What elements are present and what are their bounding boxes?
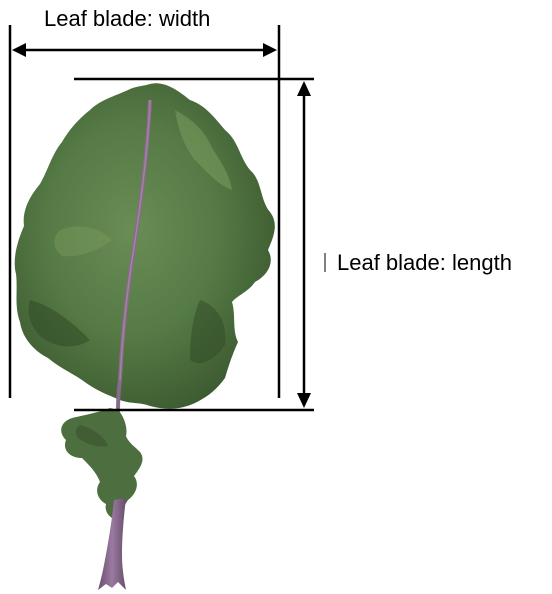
leaf-image <box>15 83 275 590</box>
length-label: Leaf blade: length <box>337 252 512 274</box>
leaf-blade <box>15 83 275 408</box>
width-arrow-left-head <box>12 43 26 57</box>
length-arrow-bottom-head <box>297 393 311 408</box>
width-arrow-right-head <box>263 43 277 57</box>
length-arrow-top-head <box>297 81 311 96</box>
width-label: Leaf blade: width <box>44 8 210 30</box>
leaf-petiole-leaflets <box>61 408 142 520</box>
